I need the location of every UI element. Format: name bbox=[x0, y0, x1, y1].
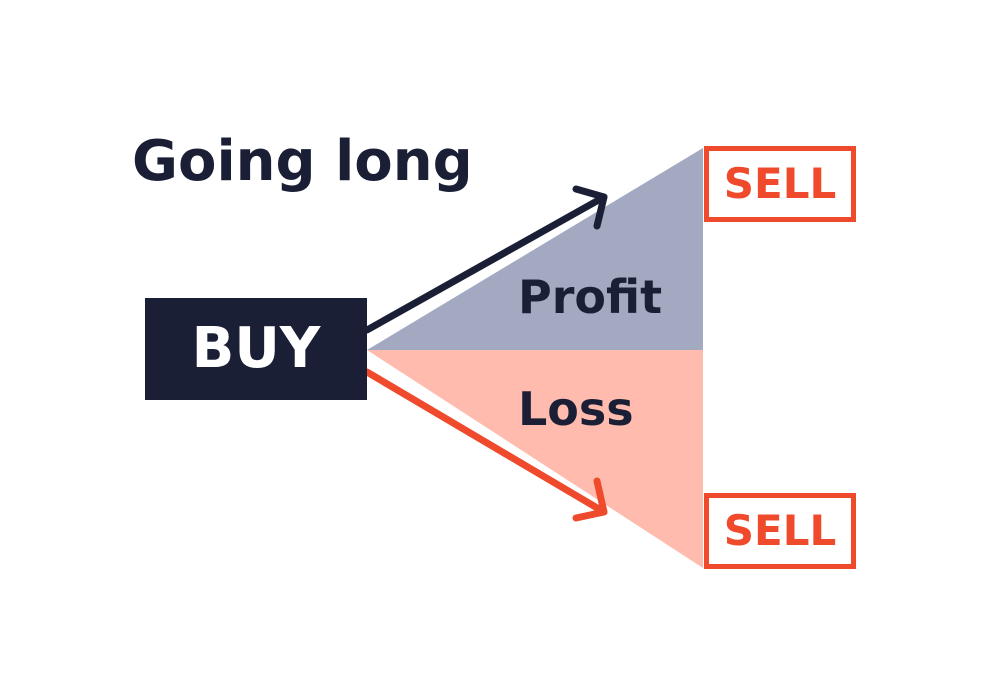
sell-top-label: SELL bbox=[723, 159, 837, 208]
profit-label: Profit bbox=[518, 270, 663, 324]
sell-box-top: SELL bbox=[704, 146, 856, 222]
loss-arrow bbox=[363, 368, 608, 522]
loss-region bbox=[367, 350, 703, 568]
loss-label: Loss bbox=[518, 382, 634, 436]
sell-bottom-label: SELL bbox=[723, 506, 837, 555]
profit-region bbox=[367, 148, 703, 350]
profit-arrow-head bbox=[572, 185, 608, 230]
loss-arrow-line bbox=[363, 368, 608, 516]
buy-label: BUY bbox=[191, 316, 321, 381]
sell-box-bottom: SELL bbox=[704, 493, 856, 569]
profit-arrow bbox=[363, 185, 608, 334]
profit-arrow-line bbox=[363, 193, 608, 334]
loss-arrow-head bbox=[572, 477, 608, 522]
diagram-title: Going long bbox=[132, 129, 473, 194]
buy-box: BUY bbox=[145, 298, 367, 400]
